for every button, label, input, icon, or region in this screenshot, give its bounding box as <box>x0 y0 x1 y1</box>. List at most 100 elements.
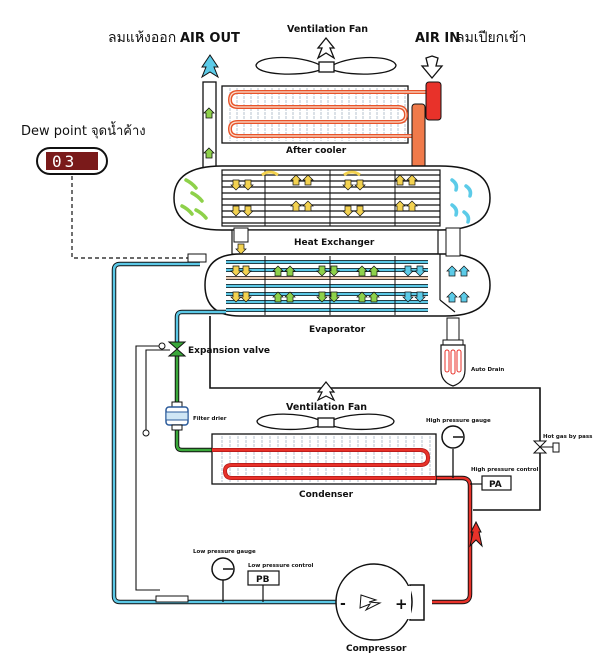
flow-arrow-icon <box>368 265 380 277</box>
flow-arrow-icon <box>284 291 296 303</box>
flow-arrow-icon <box>328 265 340 277</box>
liquid-line <box>175 356 212 452</box>
condenser: Condenser <box>211 433 437 500</box>
flow-arrow-icon <box>406 200 418 212</box>
low-pressure-gauge-icon <box>211 557 235 581</box>
air-swirl-icon <box>464 184 473 198</box>
air-swirl-icon <box>261 170 279 177</box>
flow-arrow-icon <box>342 205 354 217</box>
flow-arrow-icon <box>446 265 458 277</box>
air-out-arrow-icon <box>200 54 220 79</box>
flow-arrow-icon <box>272 265 284 277</box>
flow-arrow-icon <box>402 265 414 277</box>
flow-arrow-icon <box>290 174 302 186</box>
top-fan-label: Ventilation Fan <box>287 24 368 35</box>
discharge-line <box>432 476 472 604</box>
air-swirl-icon <box>194 208 208 220</box>
dew-point-label: Dew point จุดน้ำค้าง <box>21 121 146 139</box>
filter-drier-label: Filter drier <box>193 416 227 422</box>
condenser-label: Condenser <box>299 490 354 500</box>
discharge-flow-arrow-icon <box>469 520 483 548</box>
air-in-warm-pipe <box>411 103 426 169</box>
air-swirl-icon <box>450 178 459 192</box>
air-out-thai-label: ลมแห้งออก <box>108 30 176 46</box>
flow-arrow-icon <box>458 291 470 303</box>
flow-arrow-icon <box>446 291 458 303</box>
flow-arrow-icon <box>406 174 418 186</box>
air-in-thai-label: ลมเปียกเข้า <box>456 30 526 46</box>
flow-arrow-icon <box>414 265 426 277</box>
fan-airflow-arrow-icon <box>316 36 336 60</box>
pb-label: PB <box>256 575 270 585</box>
air-out-label: AIR OUT <box>180 31 240 46</box>
suction-line <box>112 262 338 604</box>
air-swirl-icon <box>462 210 471 224</box>
flow-arrow-icon <box>394 200 406 212</box>
low-pressure-control-label: Low pressure control <box>248 563 314 569</box>
after-cooler-label: After cooler <box>286 146 347 156</box>
air-in-hot-pipe <box>425 81 442 121</box>
flow-arrow-icon <box>272 291 284 303</box>
auto-drain: Auto Drain <box>440 317 504 387</box>
flow-arrow-icon <box>394 174 406 186</box>
flow-arrow-icon <box>316 265 328 277</box>
flow-arrow-icon <box>356 265 368 277</box>
evaporator: Evaporator <box>204 227 491 335</box>
dew-point-value: 03 <box>52 152 77 171</box>
heat-exchanger: Heat Exchanger <box>173 165 491 255</box>
low-pressure-control-box <box>247 570 280 586</box>
flow-arrow-icon <box>240 265 252 277</box>
flow-arrow-icon <box>290 200 302 212</box>
flow-arrow-icon <box>235 243 247 255</box>
low-pressure-gauge-label: Low pressure gauge <box>193 549 256 555</box>
heat-exchanger-label: Heat Exchanger <box>294 238 375 248</box>
flow-arrow-icon <box>230 179 242 191</box>
pa-label: PA <box>489 480 502 490</box>
flow-arrow-icon <box>402 291 414 303</box>
flow-arrow-icon <box>356 291 368 303</box>
high-pressure-control-label: High pressure control <box>471 467 539 473</box>
air-swirl-icon <box>343 170 361 177</box>
flow-arrow-icon <box>230 205 242 217</box>
bottom-fan-label: Ventilation Fan <box>286 402 367 413</box>
after-cooler: After cooler <box>221 85 428 156</box>
flow-arrow-icon <box>302 200 314 212</box>
flow-arrow-icon <box>284 265 296 277</box>
auto-drain-label: Auto Drain <box>471 367 504 373</box>
filter-drier-icon <box>165 401 189 431</box>
air-swirl-icon <box>450 203 459 217</box>
compressor-label: Compressor <box>346 644 407 654</box>
flow-arrow-icon <box>328 291 340 303</box>
high-pressure-gauge-icon <box>441 425 465 449</box>
compressor-minus: - <box>340 596 346 612</box>
compressor-plus: + <box>395 595 408 613</box>
condenser-airflow-arrow-icon <box>316 381 336 402</box>
dew-point-display: 03 <box>36 147 108 175</box>
air-swirl-icon <box>190 191 204 203</box>
bottom-ventilation-fan-icon <box>256 413 395 431</box>
flow-arrow-icon <box>302 174 314 186</box>
flow-arrow-icon <box>242 179 254 191</box>
air-in-arrow-icon <box>420 55 444 80</box>
flow-arrow-icon <box>458 265 470 277</box>
flow-arrow-icon <box>242 205 254 217</box>
compressor: - + Compressor <box>335 563 425 654</box>
flow-arrow-icon <box>342 179 354 191</box>
flow-arrow-icon <box>240 291 252 303</box>
flow-arrow-icon <box>354 205 366 217</box>
hot-gas-bypass-valve-icon <box>532 440 560 454</box>
high-pressure-control-box <box>481 475 512 491</box>
flow-arrow-icon <box>414 291 426 303</box>
top-ventilation-fan-icon <box>255 56 397 75</box>
evaporator-label: Evaporator <box>309 325 366 335</box>
flow-arrow-icon <box>316 291 328 303</box>
high-pressure-gauge-label: High pressure gauge <box>426 418 491 424</box>
air-in-label: AIR IN <box>415 31 460 46</box>
expansion-valve-label: Expansion valve <box>188 346 270 356</box>
flow-arrow-icon <box>354 179 366 191</box>
expansion-valve-icon <box>167 341 187 357</box>
air-swirl-icon <box>184 178 198 190</box>
flow-arrow-icon <box>368 291 380 303</box>
hot-gas-bypass-label: Hot gas by pass <box>543 434 593 440</box>
